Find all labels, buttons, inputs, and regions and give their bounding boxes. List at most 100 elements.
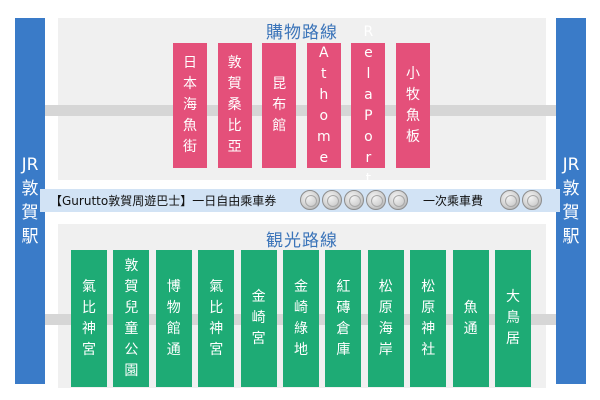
- day-pass-coin-icon: [388, 190, 408, 210]
- sightseeing-stop-2: 敦賀兒童公園: [113, 250, 150, 387]
- station-label-char: 敦: [562, 179, 580, 199]
- stop-name-char: 神: [82, 320, 96, 337]
- stop-name-char: 紅: [336, 278, 351, 295]
- stop-name-char: 地: [294, 341, 308, 358]
- shopping-stop-2: 敦賀桑比亞: [217, 43, 252, 168]
- stop-name-char: 比: [82, 299, 96, 316]
- stop-name-char: e: [364, 44, 373, 61]
- stop-name-char: 神: [209, 320, 224, 337]
- stop-name-char: 金: [251, 289, 266, 305]
- stop-name-char: 岸: [378, 341, 393, 358]
- stop-name-char: 大: [506, 289, 520, 305]
- station-label-char: 駅: [21, 227, 39, 247]
- stop-name-char: 松: [378, 278, 393, 295]
- stop-name-char: 氣: [209, 278, 224, 295]
- sightseeing-stop-1: 氣比神宮: [71, 250, 107, 387]
- stop-name-char: 博: [166, 278, 181, 295]
- day-pass-label: 【Gurutto敦賀周遊巴士】一日自由乘車券: [50, 194, 277, 208]
- stop-name-char: 牧: [406, 86, 420, 103]
- stop-name-char: 昆: [272, 76, 287, 92]
- stop-name-char: 通: [166, 341, 181, 358]
- stop-name-char: 氣: [82, 278, 96, 295]
- stop-name-char: 館: [272, 118, 287, 134]
- stop-name-char: 倉: [336, 320, 351, 337]
- stop-name-char: m: [316, 128, 331, 145]
- station-label-char: 賀: [21, 203, 39, 223]
- stop-name-char: 宮: [209, 341, 224, 358]
- stop-name-char: 亞: [227, 139, 242, 155]
- jr-tsuruga-station-right: JR 敦 賀 駅: [556, 18, 586, 384]
- sightseeing-stop-11: 大鳥居: [495, 250, 531, 387]
- stop-name-char: 魚: [463, 299, 478, 316]
- stop-name-char: 磚: [336, 299, 351, 316]
- station-label-char: 敦: [21, 179, 39, 199]
- stop-name-char: 比: [209, 299, 224, 316]
- stop-name-char: 原: [421, 299, 436, 316]
- sightseeing-route-title: 観光路線: [266, 231, 338, 251]
- sightseeing-stop-6: 金崎綠地: [283, 250, 319, 387]
- single-ride-fare-label: 一次乘車費: [423, 194, 484, 208]
- sightseeing-stop-7: 紅磚倉庫: [325, 250, 362, 387]
- stop-name-char: l: [366, 65, 371, 82]
- station-label-jr: JR: [562, 155, 580, 175]
- stop-name-char: o: [319, 107, 329, 124]
- stop-name-char: 海: [378, 320, 393, 337]
- stop-name-char: 崎: [294, 299, 308, 316]
- stop-name-char: e: [319, 149, 329, 166]
- stop-name-char: P: [364, 107, 373, 124]
- stop-name-char: R: [363, 23, 374, 40]
- station-label-char: 駅: [562, 227, 580, 247]
- stop-name-char: 板: [406, 128, 420, 145]
- sightseeing-stop-5: 金崎宮: [240, 250, 277, 387]
- stop-name-char: t: [321, 65, 327, 82]
- stop-name-char: t: [365, 170, 372, 187]
- stop-name-char: 通: [463, 320, 478, 337]
- stop-name-char: 居: [506, 331, 520, 347]
- stop-name-char: 社: [421, 341, 436, 358]
- stop-name-char: h: [319, 86, 329, 103]
- sightseeing-stop-3: 博物館通: [155, 250, 192, 387]
- stop-name-char: 宮: [251, 331, 266, 347]
- stop-name-char: 兒: [124, 299, 139, 316]
- stop-name-char: 敦: [124, 257, 139, 274]
- stop-name-char: 園: [124, 362, 139, 379]
- station-label-jr: JR: [21, 155, 39, 175]
- stop-name-char: o: [364, 128, 373, 145]
- stop-name-char: A: [319, 44, 329, 61]
- stop-name-char: 街: [183, 139, 197, 155]
- stop-name-char: 宮: [82, 341, 96, 358]
- stop-name-char: 松: [421, 278, 436, 295]
- stop-name-char: 海: [183, 97, 197, 113]
- stop-name-char: 鳥: [506, 310, 520, 326]
- stop-name-char: 小: [406, 65, 420, 82]
- single-ride-coin-icon: [522, 190, 542, 210]
- stop-name-char: 敦: [227, 55, 242, 71]
- stop-name-char: 桑: [227, 97, 242, 113]
- stop-name-char: 布: [272, 97, 287, 113]
- stop-name-char: r: [365, 149, 372, 166]
- stop-name-char: 本: [183, 76, 197, 92]
- day-pass-coin-icon: [344, 190, 364, 210]
- stop-name-char: 公: [124, 341, 139, 358]
- station-label-char: 賀: [562, 203, 580, 223]
- day-pass-coin-icon: [366, 190, 386, 210]
- stop-name-char: 庫: [336, 341, 351, 358]
- stop-name-char: 賀: [227, 76, 242, 92]
- stop-name-char: 比: [227, 118, 242, 134]
- stop-name-char: 神: [421, 320, 436, 337]
- stop-name-char: 原: [378, 299, 393, 316]
- stop-name-char: 魚: [406, 107, 420, 124]
- shopping-stop-1: 日本海魚街: [173, 43, 207, 168]
- stop-name-char: 童: [124, 320, 139, 337]
- shopping-stop-3: 昆布館: [262, 43, 297, 168]
- shopping-route-line: [45, 105, 556, 116]
- sightseeing-stop-9: 松原神社: [410, 250, 447, 387]
- stop-name-char: 金: [294, 278, 308, 295]
- stop-name-char: 日: [183, 55, 197, 71]
- stop-name-char: 綠: [294, 320, 308, 337]
- stop-name-char: 物: [166, 299, 181, 316]
- stop-name-char: a: [364, 86, 373, 103]
- single-ride-coin-icon: [500, 190, 520, 210]
